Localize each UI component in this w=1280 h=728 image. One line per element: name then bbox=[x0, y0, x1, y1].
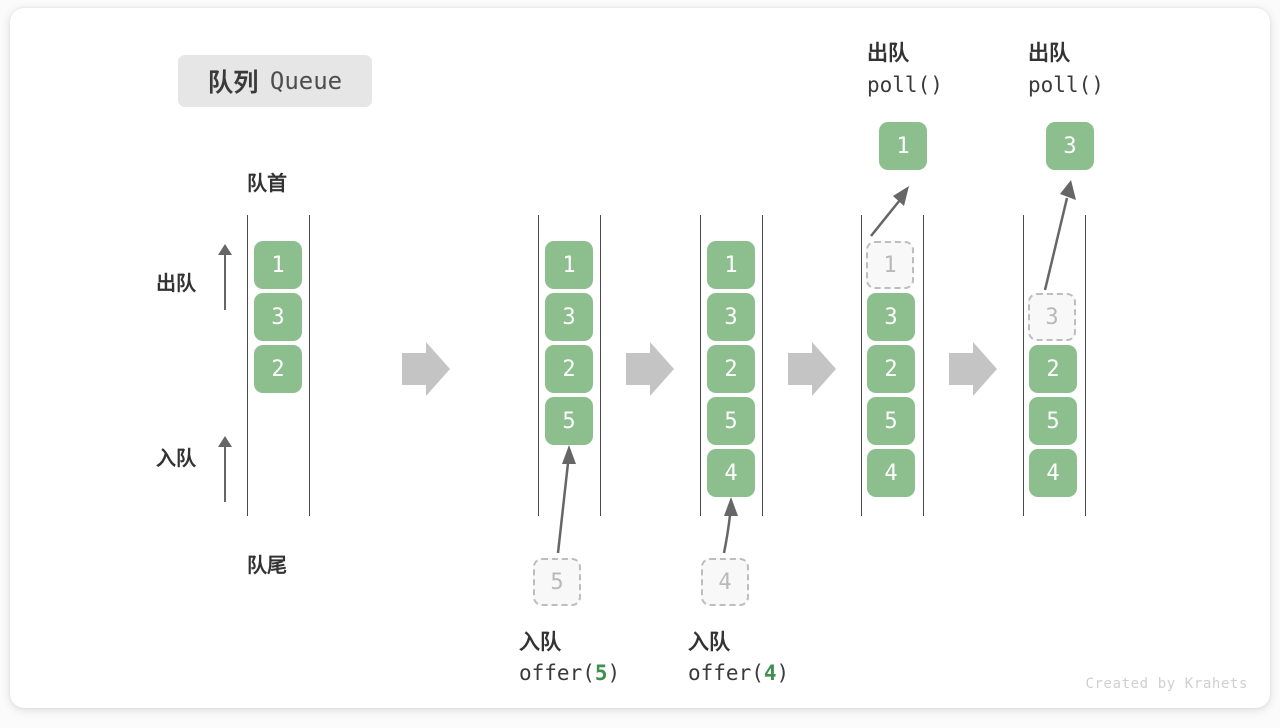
polled-cell: 3 bbox=[1046, 122, 1094, 170]
rail-left bbox=[700, 215, 701, 516]
queue-cell: 5 bbox=[707, 397, 755, 445]
title-english: Queue bbox=[269, 67, 343, 95]
caption-offer-4: 入队 offer(4) bbox=[688, 628, 789, 689]
enqueue-direction-arrow-icon bbox=[218, 436, 232, 502]
enqueue-4-motion-arrow-icon bbox=[722, 497, 738, 554]
rail-right bbox=[762, 215, 763, 516]
queue-head-label: 队首 bbox=[247, 173, 287, 195]
queue-cell: 3 bbox=[254, 293, 302, 341]
rail-left bbox=[1023, 215, 1024, 516]
credit-text: Created by Krahets bbox=[1085, 676, 1248, 692]
queue-cell: 3 bbox=[707, 293, 755, 341]
title-badge: 队列 Queue bbox=[178, 55, 372, 107]
incoming-ghost-cell: 4 bbox=[701, 558, 749, 606]
caption-poll-3: 出队 poll() bbox=[1028, 38, 1104, 101]
step-arrow-2-icon bbox=[626, 342, 674, 396]
enqueue-5-motion-arrow-icon bbox=[556, 445, 576, 554]
caption-code: poll() bbox=[1028, 72, 1104, 97]
rail-left bbox=[861, 215, 862, 516]
caption-chinese: 入队 bbox=[519, 631, 561, 654]
step-arrow-4-icon bbox=[949, 342, 997, 396]
step-arrow-3-icon bbox=[788, 342, 836, 396]
poll-1-motion-arrow-icon bbox=[870, 186, 909, 237]
caption-chinese: 出队 bbox=[867, 42, 909, 65]
queue-cell: 4 bbox=[1029, 449, 1077, 497]
queue-cell-ghost: 3 bbox=[1028, 293, 1076, 341]
queue-cell: 2 bbox=[254, 345, 302, 393]
queue-cell: 1 bbox=[545, 241, 593, 289]
queue-cell: 3 bbox=[867, 293, 915, 341]
queue-cell: 5 bbox=[867, 397, 915, 445]
queue-cell: 3 bbox=[545, 293, 593, 341]
queue-cell: 5 bbox=[1029, 397, 1077, 445]
dequeue-direction-arrow-icon bbox=[218, 244, 232, 310]
dequeue-side-label: 出队 bbox=[156, 273, 196, 295]
queue-tail-label: 队尾 bbox=[247, 555, 287, 577]
caption-chinese: 出队 bbox=[1028, 42, 1070, 65]
rail-left bbox=[538, 215, 539, 516]
caption-chinese: 入队 bbox=[688, 631, 730, 654]
queue-cell: 5 bbox=[545, 397, 593, 445]
caption-poll-1: 出队 poll() bbox=[867, 38, 943, 101]
rail-left bbox=[247, 215, 248, 516]
queue-cell: 2 bbox=[707, 345, 755, 393]
rail-right bbox=[309, 215, 310, 516]
queue-cell: 2 bbox=[867, 345, 915, 393]
enqueue-side-label: 入队 bbox=[156, 448, 196, 470]
rail-right bbox=[1085, 215, 1086, 516]
title-chinese: 队列 bbox=[207, 69, 259, 97]
caption-code: offer(5) bbox=[519, 661, 621, 686]
caption-code: offer(4) bbox=[688, 661, 790, 686]
queue-cell-ghost: 1 bbox=[866, 241, 914, 289]
polled-cell: 1 bbox=[879, 122, 927, 170]
queue-cell: 1 bbox=[254, 241, 302, 289]
caption-code: poll() bbox=[867, 72, 943, 97]
incoming-ghost-cell: 5 bbox=[533, 558, 581, 606]
queue-cell: 4 bbox=[707, 449, 755, 497]
caption-offer-5: 入队 offer(5) bbox=[519, 628, 620, 689]
queue-cell: 2 bbox=[1029, 345, 1077, 393]
rail-right bbox=[923, 215, 924, 516]
queue-cell: 1 bbox=[707, 241, 755, 289]
rail-right bbox=[600, 215, 601, 516]
step-arrow-1-icon bbox=[402, 342, 450, 396]
queue-cell: 2 bbox=[545, 345, 593, 393]
queue-cell: 4 bbox=[867, 449, 915, 497]
poll-3-motion-arrow-icon bbox=[1043, 180, 1076, 291]
diagram-card: 队列 Queue 队首 队尾 出队 入队 1 3 2 1 3 2 5 5 bbox=[10, 8, 1270, 708]
